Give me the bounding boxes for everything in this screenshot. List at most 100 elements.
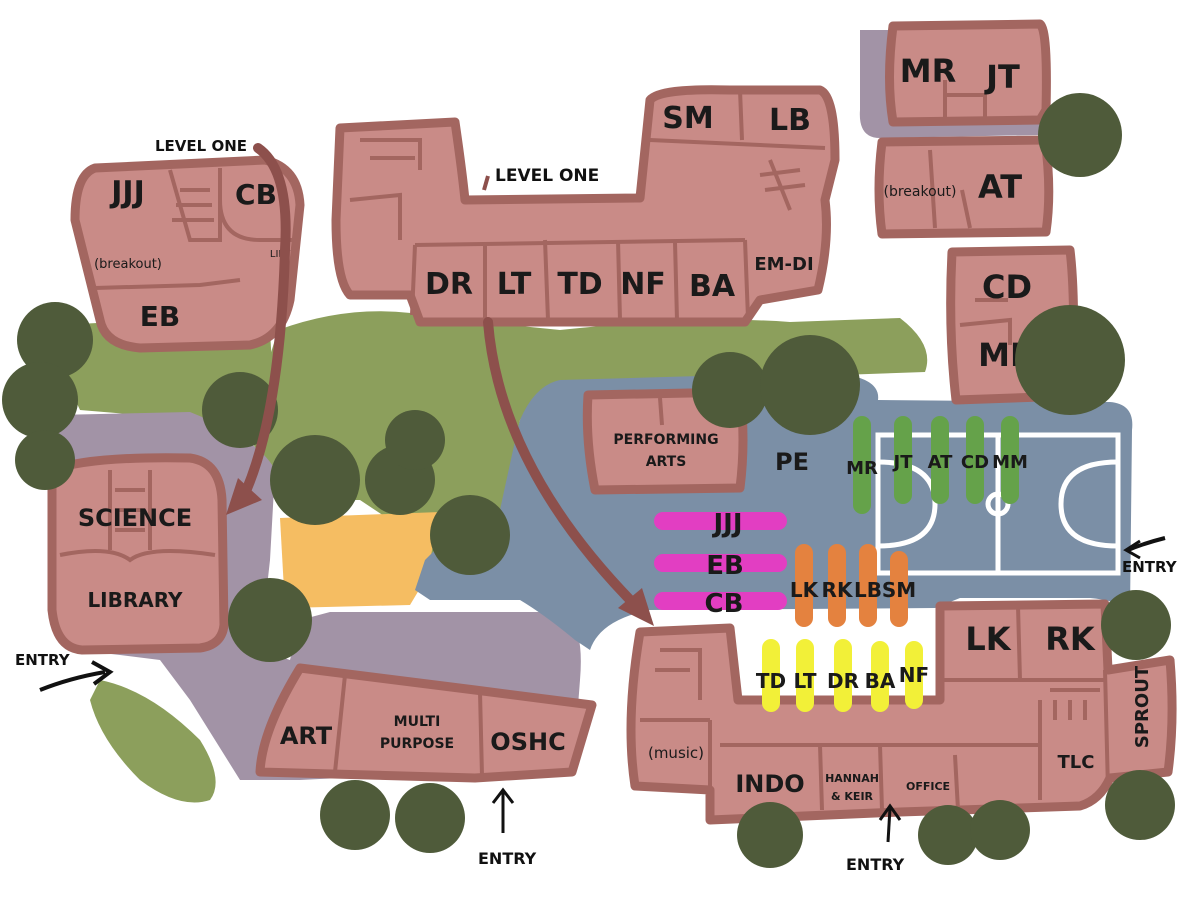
tree-icon [430, 495, 510, 575]
room-label: OSHC [490, 728, 565, 756]
room-label: RK [1045, 620, 1096, 658]
room-label: SPROUT [1132, 665, 1153, 748]
marker-label: SM [882, 578, 916, 602]
room-label: SCIENCE [78, 504, 192, 532]
office-label: OFFICE [906, 780, 950, 793]
arrow-icon [483, 317, 645, 615]
room-label: MR [900, 52, 956, 90]
marker-label: DR [827, 669, 859, 693]
marker-label: CB [705, 589, 744, 619]
markers-yellow: TD LT DR BA NF [756, 639, 929, 712]
arrow-icon [491, 787, 515, 804]
marker-label: MR [846, 458, 878, 479]
performing-arts-label-2: ARTS [646, 454, 687, 470]
room-label: LB [769, 103, 811, 138]
tree-icon [1105, 770, 1175, 840]
marker-label: JT [892, 452, 914, 473]
level-one-arrows [226, 143, 654, 626]
room-label: LT [497, 267, 532, 302]
arrow-icon [878, 803, 902, 821]
marker-label: BA [865, 669, 896, 693]
room-label: EB [140, 300, 180, 333]
arrow-icon [618, 588, 654, 626]
trees [2, 93, 1175, 868]
marker-label: MM [992, 452, 1028, 473]
level-one-label: LEVEL ONE [495, 166, 599, 186]
building-top-center: SM LB DR LT TD NF BA EM-DI [331, 85, 840, 327]
tree-icon [15, 430, 75, 490]
building-top-left: JJJ CB EB (breakout) LIFT [70, 155, 305, 353]
room-label: JJJ [109, 175, 145, 210]
tree-icon [1101, 590, 1171, 660]
sandpit [280, 512, 440, 608]
tree-icon [228, 578, 312, 662]
tree-icon [270, 435, 360, 525]
entry-label: ENTRY [15, 651, 71, 669]
markers-orange: LK RK LB SM [790, 544, 916, 627]
tree-icon [737, 802, 803, 868]
building-top-right: MR JT [885, 19, 1051, 127]
markers-green: MR JT AT CD MM [846, 416, 1028, 514]
court-markings [875, 432, 1121, 576]
room-label: TLC [1058, 752, 1095, 773]
room-label: NF [620, 267, 666, 302]
annotations: LEVEL ONE LEVEL ONE ENTRY ENTRY ENTRY EN… [15, 137, 1178, 874]
room-label: LIBRARY [87, 588, 183, 612]
breakout-label: (breakout) [884, 184, 957, 200]
tree-icon [320, 780, 390, 850]
building-science: SCIENCE LIBRARY [47, 453, 229, 655]
building-art: ART MULTI PURPOSE OSHC [255, 663, 597, 783]
marker-label: LB [854, 578, 882, 602]
tree-icon [202, 372, 278, 448]
tree-icon [692, 352, 768, 428]
arrow-icon [226, 478, 262, 515]
room-label: JT [984, 58, 1020, 96]
tree-icon [918, 805, 978, 865]
tree-icon [1015, 305, 1125, 415]
room-label: EM-DI [754, 254, 813, 275]
marker-label: CD [961, 452, 989, 473]
tree-icon [385, 410, 445, 470]
performing-arts-label-1: PERFORMING [613, 432, 718, 448]
tree-icon [17, 302, 93, 378]
room-label: SM [662, 101, 713, 136]
room-label: INDO [735, 770, 804, 798]
entry-label: ENTRY [478, 849, 537, 868]
entry-label: ENTRY [846, 855, 905, 874]
marker-label: TD [756, 669, 786, 693]
arrow-icon [39, 670, 106, 692]
level-one-label: LEVEL ONE [155, 137, 247, 155]
building-bottom-right: (music) INDO HANNAH & KEIR OFFICE LK RK … [626, 599, 1177, 825]
room-label: AT [978, 168, 1022, 206]
court-label: PE [775, 448, 809, 476]
music-label: (music) [648, 744, 704, 762]
arrow-icon [91, 660, 114, 686]
building-at: (breakout) AT [874, 135, 1054, 239]
marker-label: EB [706, 551, 744, 581]
room-label: CB [235, 178, 277, 211]
tree-icon [970, 800, 1030, 860]
room-label: CD [982, 268, 1032, 306]
marker-label: LT [793, 669, 816, 693]
tree-icon [1038, 93, 1122, 177]
arrow-icon [1127, 536, 1166, 552]
room-label: LK [965, 620, 1011, 658]
markers-magenta: JJJ EB CB [654, 509, 787, 619]
marker-label: AT [928, 452, 954, 473]
room-label: DR [425, 267, 473, 302]
marker-label: NF [899, 663, 929, 687]
entry-label: ENTRY [1122, 558, 1178, 576]
room-label: BA [689, 269, 736, 304]
tree-icon [395, 783, 465, 853]
hannah-label-1: HANNAH [825, 772, 879, 785]
marker-label: RK [822, 578, 854, 602]
multi-purpose-label-1: MULTI [394, 714, 441, 730]
marker-label: LK [790, 578, 820, 602]
hannah-label-2: & KEIR [831, 790, 874, 803]
tree-icon [2, 362, 78, 438]
multi-purpose-label-2: PURPOSE [380, 736, 454, 752]
arrow-icon [886, 807, 892, 843]
arrow-icon [1123, 539, 1141, 560]
tree-icon [760, 335, 860, 435]
